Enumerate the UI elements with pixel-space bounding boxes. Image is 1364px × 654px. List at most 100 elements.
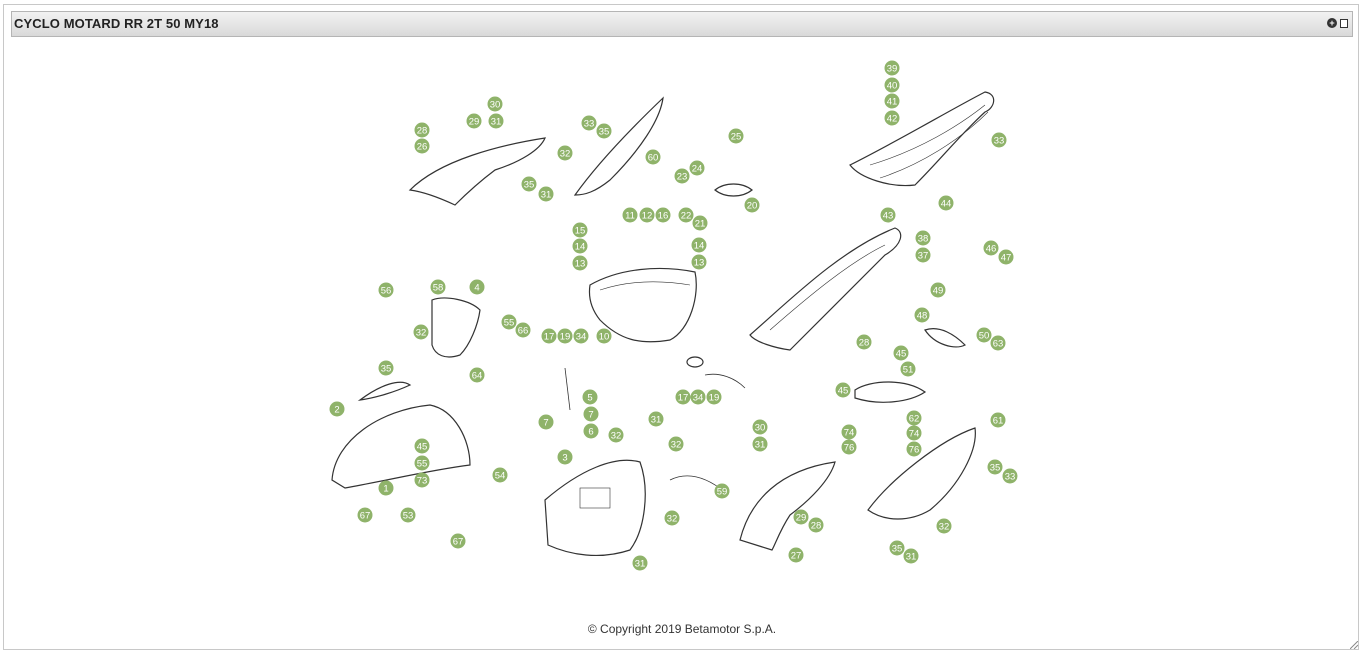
callout-badge[interactable]: 43 xyxy=(880,207,896,223)
callout-badge[interactable]: 7 xyxy=(583,406,599,422)
callout-badge[interactable]: 19 xyxy=(706,389,722,405)
callout-badge[interactable]: 74 xyxy=(841,424,857,440)
callout-badge[interactable]: 33 xyxy=(991,132,1007,148)
callout-badge[interactable]: 74 xyxy=(906,425,922,441)
callout-badge[interactable]: 55 xyxy=(414,455,430,471)
callout-badge[interactable]: 33 xyxy=(1002,468,1018,484)
callout-badge[interactable]: 17 xyxy=(541,328,557,344)
callout-badge[interactable]: 31 xyxy=(488,113,504,129)
callout-badge[interactable]: 34 xyxy=(690,389,706,405)
callout-badge[interactable]: 32 xyxy=(557,145,573,161)
callout-badge[interactable]: 21 xyxy=(692,215,708,231)
callout-badge[interactable]: 73 xyxy=(414,472,430,488)
callout-badge[interactable]: 31 xyxy=(903,548,919,564)
callout-badge[interactable]: 32 xyxy=(664,510,680,526)
callout-badge[interactable]: 47 xyxy=(998,249,1014,265)
callout-badge[interactable]: 45 xyxy=(893,345,909,361)
callout-badge[interactable]: 7 xyxy=(538,414,554,430)
callout-badge[interactable]: 31 xyxy=(632,555,648,571)
callout-badge[interactable]: 35 xyxy=(378,360,394,376)
callout-badge[interactable]: 19 xyxy=(557,328,573,344)
callout-badge[interactable]: 32 xyxy=(668,436,684,452)
callout-badge[interactable]: 16 xyxy=(655,207,671,223)
callout-badge[interactable]: 48 xyxy=(914,307,930,323)
callout-badge[interactable]: 14 xyxy=(691,237,707,253)
callout-badge[interactable]: 28 xyxy=(808,517,824,533)
callout-badge[interactable]: 1 xyxy=(378,480,394,496)
callout-badge[interactable]: 32 xyxy=(608,427,624,443)
callout-badge[interactable]: 56 xyxy=(378,282,394,298)
callout-badge[interactable]: 76 xyxy=(906,441,922,457)
callout-badge[interactable]: 31 xyxy=(538,186,554,202)
callout-badge[interactable]: 34 xyxy=(573,328,589,344)
callout-badge[interactable]: 62 xyxy=(906,410,922,426)
callout-badge[interactable]: 37 xyxy=(915,247,931,263)
callout-badge[interactable]: 55 xyxy=(501,314,517,330)
callout-badge[interactable]: 17 xyxy=(675,389,691,405)
callout-badge[interactable]: 41 xyxy=(884,93,900,109)
callout-badge[interactable]: 11 xyxy=(622,207,638,223)
callout-badge[interactable]: 46 xyxy=(983,240,999,256)
callout-badge[interactable]: 61 xyxy=(990,412,1006,428)
callout-badge[interactable]: 35 xyxy=(889,540,905,556)
callout-badge[interactable]: 2 xyxy=(329,401,345,417)
callout-badge[interactable]: 64 xyxy=(469,367,485,383)
callout-badge[interactable]: 50 xyxy=(976,327,992,343)
callout-badge[interactable]: 30 xyxy=(752,419,768,435)
popout-icon[interactable] xyxy=(1340,18,1348,28)
callout-badge[interactable]: 5 xyxy=(582,389,598,405)
callout-number: 31 xyxy=(755,440,766,451)
callout-badge[interactable]: 28 xyxy=(856,334,872,350)
callout-badge[interactable]: 54 xyxy=(492,467,508,483)
callout-badge[interactable]: 67 xyxy=(450,533,466,549)
callout-number: 43 xyxy=(883,211,894,222)
callout-badge[interactable]: 6 xyxy=(583,423,599,439)
callout-badge[interactable]: 30 xyxy=(487,96,503,112)
callout-badge[interactable]: 44 xyxy=(938,195,954,211)
callout-badge[interactable]: 40 xyxy=(884,77,900,93)
callout-badge[interactable]: 28 xyxy=(414,122,430,138)
callout-badge[interactable]: 24 xyxy=(689,160,705,176)
callout-badge[interactable]: 76 xyxy=(841,439,857,455)
callout-badge[interactable]: 53 xyxy=(400,507,416,523)
callout-badge[interactable]: 23 xyxy=(674,168,690,184)
callout-badge[interactable]: 49 xyxy=(930,282,946,298)
callout-badge[interactable]: 51 xyxy=(900,361,916,377)
callout-badge[interactable]: 66 xyxy=(515,322,531,338)
callout-badge[interactable]: 33 xyxy=(581,115,597,131)
callout-badge[interactable]: 20 xyxy=(744,197,760,213)
callout-badge[interactable]: 14 xyxy=(572,238,588,254)
callout-badge[interactable]: 32 xyxy=(413,324,429,340)
callout-badge[interactable]: 27 xyxy=(788,547,804,563)
callout-badge[interactable]: 13 xyxy=(572,255,588,271)
callout-badge[interactable]: 31 xyxy=(648,411,664,427)
callout-badge[interactable]: 35 xyxy=(521,176,537,192)
callout-badge[interactable]: 13 xyxy=(691,254,707,270)
callout-badge[interactable]: 63 xyxy=(990,335,1006,351)
callout-badge[interactable]: 29 xyxy=(466,113,482,129)
callout-badge[interactable]: 4 xyxy=(469,279,485,295)
callout-badge[interactable]: 42 xyxy=(884,110,900,126)
callout-badge[interactable]: 10 xyxy=(596,328,612,344)
callout-badge[interactable]: 31 xyxy=(752,436,768,452)
callout-badge[interactable]: 59 xyxy=(714,483,730,499)
callout-badge[interactable]: 60 xyxy=(645,149,661,165)
expand-icon[interactable]: + xyxy=(1327,18,1337,28)
resize-handle-icon[interactable] xyxy=(1350,641,1358,649)
callout-badge[interactable]: 45 xyxy=(835,382,851,398)
callout-badge[interactable]: 3 xyxy=(557,449,573,465)
callout-badge[interactable]: 32 xyxy=(936,518,952,534)
callout-badge[interactable]: 25 xyxy=(728,128,744,144)
callout-badge[interactable]: 35 xyxy=(987,459,1003,475)
callout-badge[interactable]: 35 xyxy=(596,123,612,139)
callout-badge[interactable]: 39 xyxy=(884,60,900,76)
callout-badge[interactable]: 15 xyxy=(572,222,588,238)
callout-badge[interactable]: 67 xyxy=(357,507,373,523)
callout-badge[interactable]: 12 xyxy=(639,207,655,223)
callout-badge[interactable]: 38 xyxy=(915,230,931,246)
callout-badge[interactable]: 29 xyxy=(793,509,809,525)
callout-badge[interactable]: 22 xyxy=(678,207,694,223)
callout-badge[interactable]: 26 xyxy=(414,138,430,154)
callout-badge[interactable]: 45 xyxy=(414,438,430,454)
callout-badge[interactable]: 58 xyxy=(430,279,446,295)
